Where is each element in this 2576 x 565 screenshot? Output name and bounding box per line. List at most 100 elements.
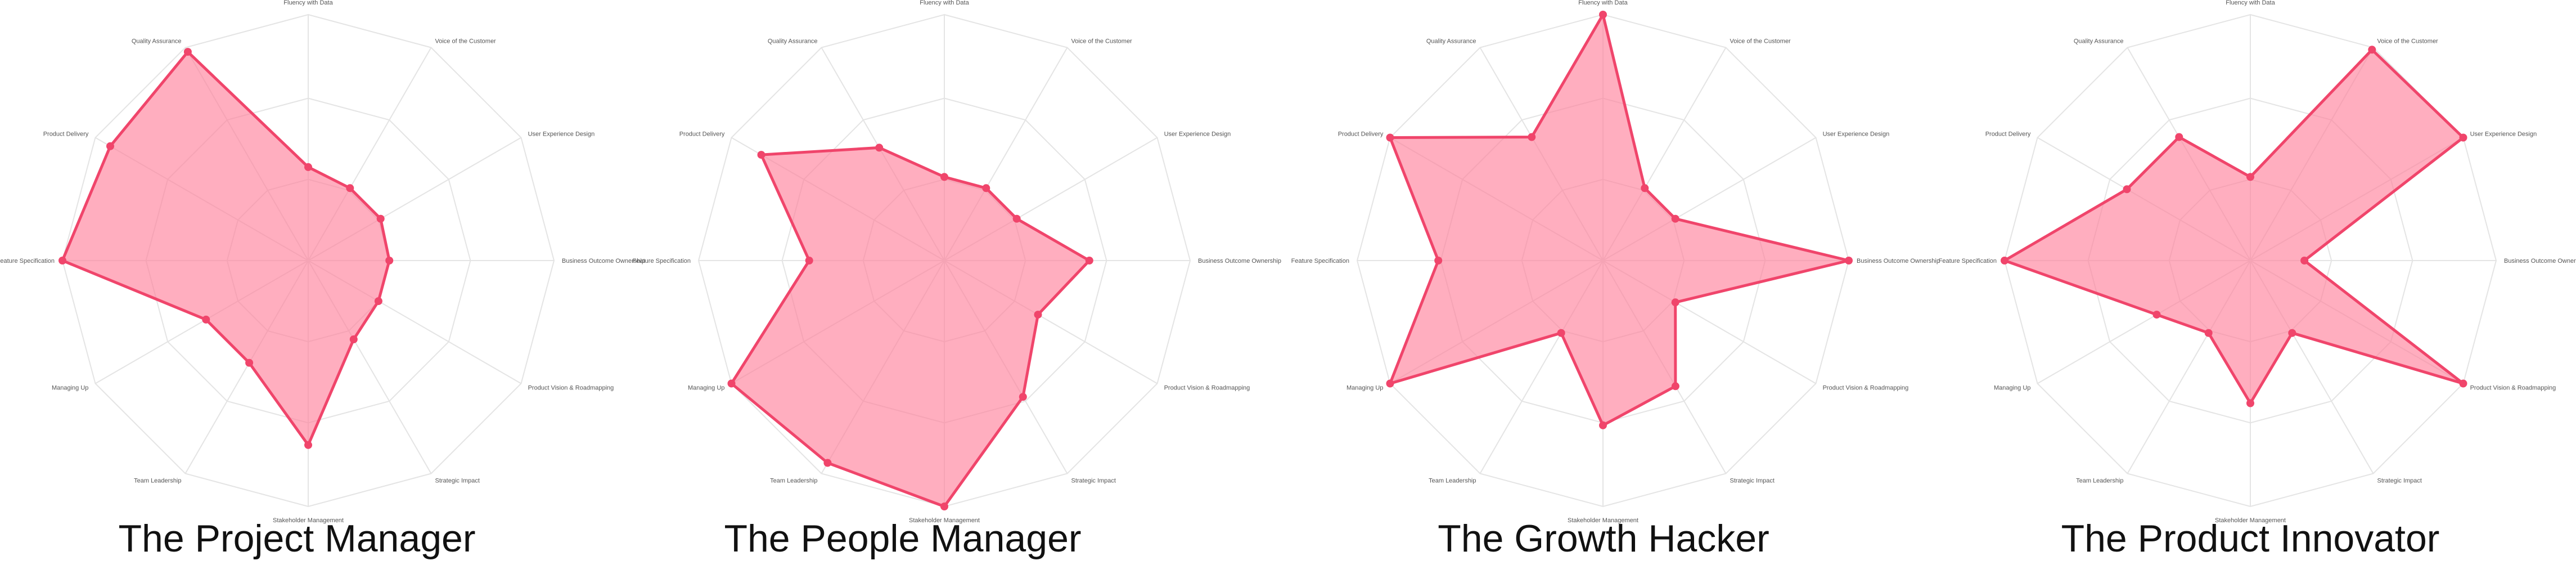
data-point	[1641, 184, 1649, 192]
data-point	[1386, 379, 1394, 388]
data-point	[1671, 214, 1679, 223]
axis-label: Voice of the Customer	[435, 38, 497, 44]
data-point	[1085, 257, 1093, 264]
axis-label: Business Outcome Ownership	[562, 258, 645, 264]
axis-label: Product Vision & Roadmapping	[1164, 385, 1250, 392]
axis-label: Feature Specification	[0, 258, 55, 264]
data-point	[376, 214, 385, 223]
data-point	[805, 257, 813, 264]
axis-label: Business Outcome Ownership	[1857, 258, 1940, 264]
data-point	[2123, 185, 2131, 194]
data-point	[304, 163, 312, 171]
data-point	[2001, 257, 2008, 264]
data-point	[385, 257, 394, 264]
data-point	[1671, 382, 1679, 391]
data-point	[2459, 379, 2467, 388]
data-point	[1528, 133, 1536, 141]
axis-label: Fluency with Data	[2226, 0, 2275, 6]
axis-label: Product Delivery	[43, 131, 89, 138]
axis-label: Strategic Impact	[1730, 478, 1775, 485]
axis-label: Product Vision & Roadmapping	[1823, 385, 1909, 392]
axis-label: Managing Up	[688, 385, 724, 392]
data-point	[1671, 298, 1679, 307]
data-point	[2246, 173, 2254, 181]
axis-label: Strategic Impact	[1071, 478, 1116, 485]
axis-label: Business Outcome Ownership	[1198, 258, 1281, 264]
axis-label: Team Leadership	[2076, 478, 2123, 485]
data-area	[1389, 13, 1850, 427]
data-point	[1599, 11, 1607, 19]
data-point	[2246, 399, 2254, 407]
chart-title: The People Manager	[724, 517, 1081, 560]
axis-label: Team Leadership	[770, 478, 817, 485]
data-point	[823, 459, 832, 467]
data-point	[202, 315, 210, 324]
data-point	[875, 144, 884, 152]
data-point	[940, 173, 948, 181]
axis-label: Feature Specification	[1291, 258, 1349, 264]
axis-label: Voice of the Customer	[2377, 38, 2439, 44]
axis-label: Quality Assurance	[768, 38, 818, 44]
data-point	[374, 297, 382, 306]
chart-title: The Project Manager	[119, 517, 476, 560]
axis-label: Voice of the Customer	[1071, 38, 1133, 44]
data-point	[2288, 329, 2296, 337]
data-point	[2459, 133, 2467, 142]
axis-label: Quality Assurance	[2074, 38, 2124, 44]
data-point	[940, 503, 948, 510]
data-point	[2204, 329, 2213, 337]
axis-label: Voice of the Customer	[1730, 38, 1791, 44]
axis-label: Stakeholder Management	[2215, 517, 2286, 524]
data-point	[1557, 329, 1565, 337]
axis-label: User Experience Design	[1823, 131, 1890, 138]
axis-label: Team Leadership	[1429, 478, 1476, 485]
data-point	[106, 142, 114, 150]
axis-label: User Experience Design	[1164, 131, 1231, 138]
data-point	[2300, 257, 2309, 264]
axis-label: Fluency with Data	[1578, 0, 1628, 6]
axis-label: Managing Up	[52, 385, 88, 392]
data-point	[1599, 421, 1607, 429]
chart-title: The Growth Hacker	[1438, 517, 1769, 560]
axis-label: Product Vision & Roadmapping	[528, 385, 614, 392]
data-point	[349, 335, 358, 343]
axis-label: Quality Assurance	[1426, 38, 1476, 44]
axis-label: Product Delivery	[1985, 131, 2031, 138]
axis-label: User Experience Design	[2470, 131, 2537, 138]
axis-label: Stakeholder Management	[273, 517, 344, 524]
data-area	[730, 146, 1091, 508]
data-point	[757, 151, 765, 159]
data-point	[245, 358, 254, 367]
axis-label: Strategic Impact	[435, 478, 480, 485]
axis-label: Feature Specification	[633, 258, 691, 264]
data-area	[61, 50, 391, 447]
axis-label: Product Delivery	[1338, 131, 1384, 138]
data-point	[346, 184, 354, 192]
axis-label: Fluency with Data	[283, 0, 333, 6]
data-point	[1845, 257, 1853, 264]
data-point	[304, 441, 312, 449]
axis-label: Stakeholder Management	[909, 517, 980, 524]
axis-label: Managing Up	[1994, 385, 2030, 392]
axis-label: Team Leadership	[134, 478, 181, 485]
data-point	[982, 184, 990, 192]
data-point	[1034, 311, 1042, 319]
data-point	[1019, 393, 1027, 401]
data-point	[727, 379, 736, 388]
axis-label: Managing Up	[1346, 385, 1383, 392]
axis-label: Feature Specification	[1939, 258, 1997, 264]
data-point	[2368, 46, 2376, 54]
axis-label: Product Vision & Roadmapping	[2470, 385, 2556, 392]
axis-label: User Experience Design	[528, 131, 595, 138]
axis-label: Fluency with Data	[920, 0, 969, 6]
data-point	[58, 257, 66, 264]
data-point	[1434, 257, 1443, 264]
axis-label: Quality Assurance	[132, 38, 182, 44]
data-point	[1386, 133, 1394, 142]
chart-title: The Product Innovator	[2061, 517, 2440, 560]
